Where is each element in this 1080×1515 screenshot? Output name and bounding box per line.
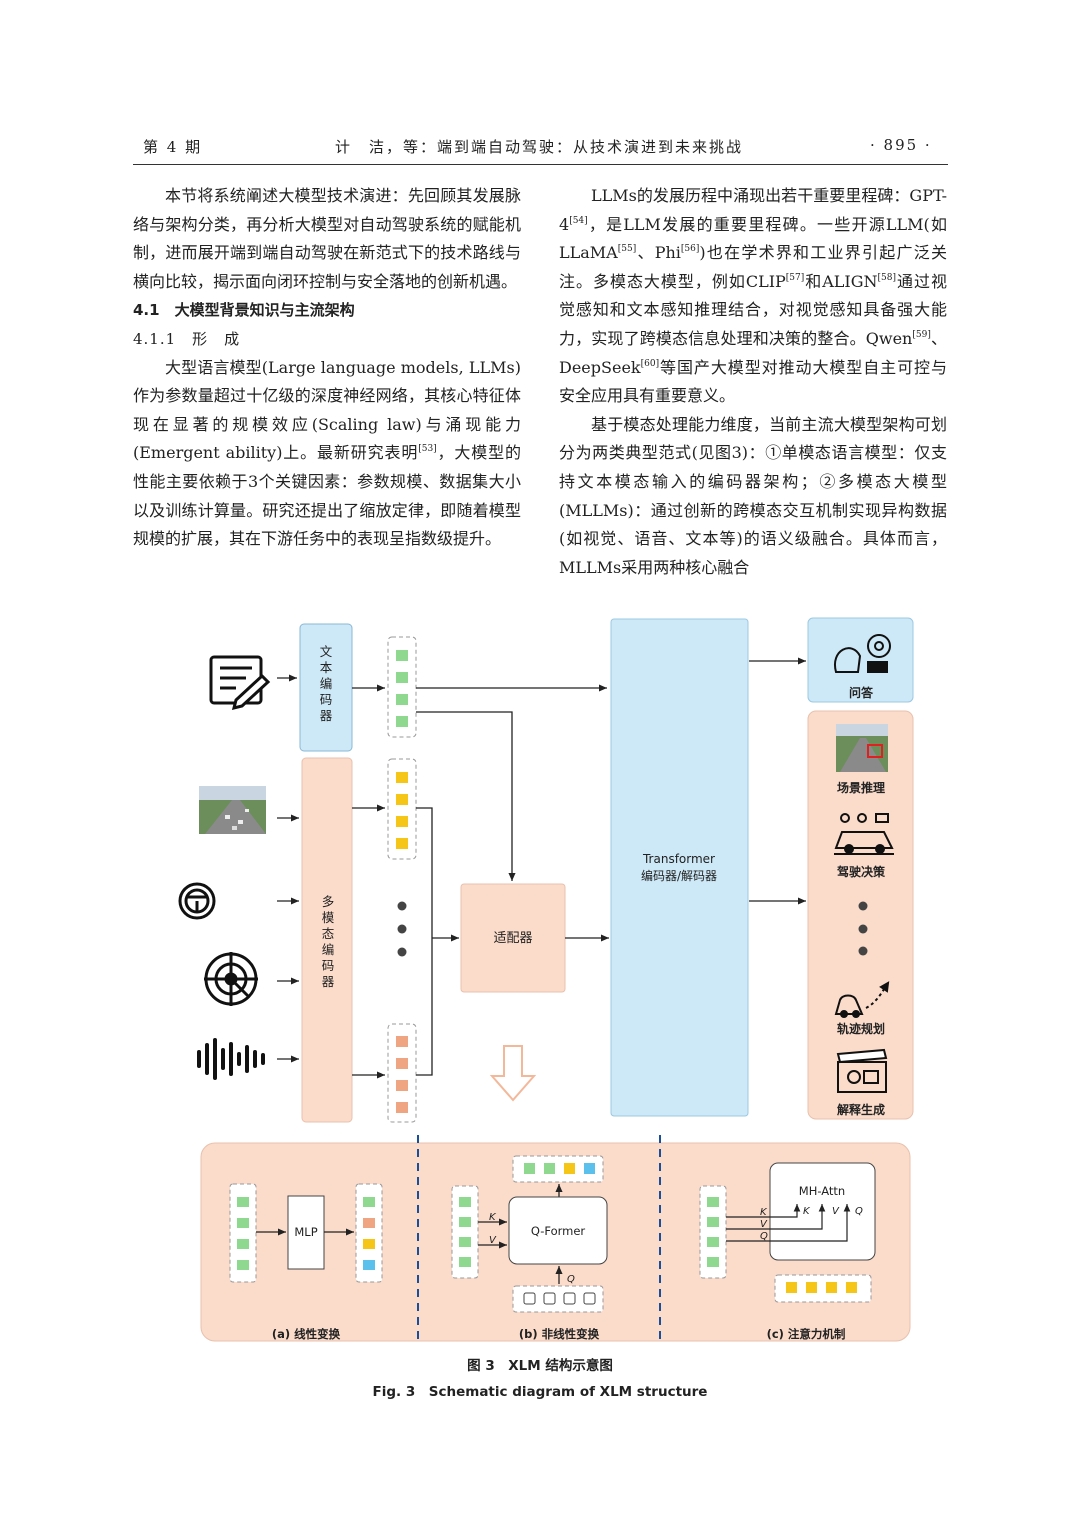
right-p1-e: 和ALIGN — [804, 271, 878, 291]
qformer-v-label: V — [489, 1235, 497, 1246]
qa-output-box — [807, 617, 914, 703]
attn-v-label-left: V — [760, 1219, 768, 1230]
text-encoder-label-2: 本 — [320, 660, 333, 675]
road-scene-image-icon — [199, 786, 266, 834]
ref-53[interactable]: [53] — [418, 444, 437, 455]
radar-lidar-input-icon — [204, 952, 258, 1006]
document-input-icon — [209, 655, 271, 711]
attn-v-label: V — [832, 1206, 840, 1217]
mm-encoder-label-2: 模 — [322, 910, 335, 925]
section-heading-4-1: 4.1 大模型背景知识与主流架构 — [133, 301, 355, 320]
left-column: 本节将系统阐述大模型技术演进：先回顾其发展脉络与架构分类，再分析大模型对自动驾驶… — [133, 182, 521, 554]
mm-encoder-label-4: 编 — [322, 942, 335, 957]
right-p1-d: )也在学术界和工业界引起广泛关注。多模态大模型，例如CLIP — [559, 243, 947, 291]
trajectory-planning-icon — [834, 981, 890, 1018]
mlp-label: MLP — [294, 1225, 317, 1239]
vision-token-column — [387, 758, 417, 860]
panel-c-caption: (c) 注意力机制 — [767, 1327, 846, 1341]
panel-c-attention — [699, 1162, 876, 1303]
driving-decision-label: 驾驶决策 — [836, 864, 886, 879]
qformer-label: Q-Former — [531, 1224, 586, 1238]
qa-output-label: 问答 — [849, 685, 874, 700]
adapter-types-panel — [200, 1142, 911, 1342]
text-encoder-label-3: 编 — [320, 676, 333, 691]
attn-q-label-left: Q — [760, 1231, 768, 1242]
panel-a-caption: (a) 线性变换 — [272, 1327, 341, 1341]
ref-58[interactable]: [58] — [877, 272, 897, 283]
left-p2-part-b: ，大模型的性能主要依赖于3个关键因素：参数规模、数据集大小以及训练计算量。研究还… — [133, 443, 521, 549]
attn-q-label: Q — [855, 1206, 863, 1217]
right-p1-a: LLMs的发展历程中涌现出若干重要里程碑：GPT-4 — [559, 186, 947, 234]
left-p2-part-a: 大型语言模型(Large language models, LLMs)作为参数量… — [133, 357, 521, 463]
mh-attn-label: MH-Attn — [799, 1184, 845, 1198]
mm-encoder-label-1: 多 — [322, 894, 335, 909]
steering-wheel-input-icon — [178, 882, 216, 920]
running-header-title: 计 洁，等：端到端自动驾驶：从技术演进到未来挑战 — [335, 138, 744, 156]
text-encoder-label-1: 文 — [320, 644, 333, 659]
multimodal-encoder-box — [301, 757, 353, 1123]
ref-60[interactable]: [60] — [640, 358, 660, 369]
right-column: LLMs的发展历程中涌现出若干重要里程碑：GPT-4[54]，是LLM发展的重要… — [559, 182, 947, 582]
figure-caption-en: Fig. 3 Schematic diagram of XLM structur… — [372, 1384, 708, 1400]
adapter-label: 适配器 — [493, 931, 532, 946]
right-p1-c: 、Phi — [636, 243, 681, 263]
driving-tasks-output-box — [807, 710, 914, 1120]
attn-k-label-left: K — [760, 1207, 768, 1218]
token-ellipsis-dots — [397, 901, 407, 957]
left-paragraph-2: 大型语言模型(Large language models, LLMs)作为参数量… — [133, 354, 521, 554]
running-header-issue: 第 4 期 — [143, 138, 203, 156]
explanation-generation-label: 解释生成 — [837, 1102, 885, 1117]
section-heading-4-1-1: 4.1.1 形 成 — [133, 329, 241, 348]
right-p1-b: ，是LLM发展的重要里程碑。一些开源LLM(如LLaMA — [559, 214, 947, 263]
attn-k-label: K — [803, 1206, 811, 1217]
audio-waveform-input-icon — [197, 1038, 265, 1080]
adapter-detail-down-arrow — [489, 1045, 537, 1102]
output-ellipsis-dots — [858, 901, 868, 956]
header-rule — [133, 164, 948, 165]
ref-59[interactable]: [59] — [912, 329, 931, 340]
text-encoder-label-5: 器 — [320, 708, 333, 723]
running-header-page: · 895 · — [870, 136, 932, 154]
trajectory-planning-label: 轨迹规划 — [837, 1021, 885, 1036]
driving-decision-icon — [834, 813, 894, 855]
ref-55[interactable]: [55] — [617, 244, 637, 255]
text-encoder-box — [299, 623, 353, 752]
right-p1-f: 通过视觉感知和文本感知推理结合，对视觉感知具备强大能力，实现了跨模态信息处理和决… — [559, 271, 947, 348]
mm-encoder-label-3: 态 — [322, 926, 335, 941]
ref-57[interactable]: [57] — [785, 272, 805, 283]
figure-caption-cn: 图 3 XLM 结构示意图 — [467, 1358, 613, 1374]
mm-encoder-label-5: 码 — [322, 958, 335, 973]
left-paragraph-1: 本节将系统阐述大模型技术演进：先回顾其发展脉络与架构分类，再分析大模型对自动驾驶… — [133, 186, 521, 291]
qformer-q-label: Q — [567, 1274, 575, 1285]
video-clapper-icon — [836, 1048, 888, 1093]
panel-b-caption: (b) 非线性变换 — [519, 1327, 600, 1341]
transformer-label-2: 编码器/解码器 — [641, 868, 717, 883]
ref-56[interactable]: [56] — [680, 244, 700, 255]
right-p1-g: 、DeepSeek — [559, 328, 947, 377]
transformer-label-1: Transformer — [642, 852, 715, 866]
panel-a-linear — [229, 1183, 383, 1283]
panel-b-nonlinear — [451, 1155, 608, 1313]
right-paragraph-1: LLMs的发展历程中涌现出若干重要里程碑：GPT-4[54]，是LLM发展的重要… — [559, 182, 947, 411]
scene-reasoning-image-icon — [836, 724, 888, 772]
text-encoder-label-4: 码 — [320, 692, 333, 707]
right-p1-h: 等国产大模型对推动大模型自主可控与安全应用具有重要意义。 — [559, 357, 947, 406]
ref-54[interactable]: [54] — [569, 215, 588, 226]
head-steering-icon — [833, 634, 891, 673]
qformer-k-label: K — [489, 1212, 497, 1223]
audio-token-column — [387, 1023, 417, 1123]
right-paragraph-2: 基于模态处理能力维度，当前主流大模型架构可划分为两类典型范式(见图3)：①单模态… — [559, 414, 947, 577]
adapter-box — [460, 883, 566, 993]
mm-encoder-label-6: 器 — [322, 974, 335, 989]
text-token-column — [387, 636, 417, 738]
scene-reasoning-label: 场景推理 — [837, 780, 885, 795]
transformer-box — [610, 618, 749, 1117]
